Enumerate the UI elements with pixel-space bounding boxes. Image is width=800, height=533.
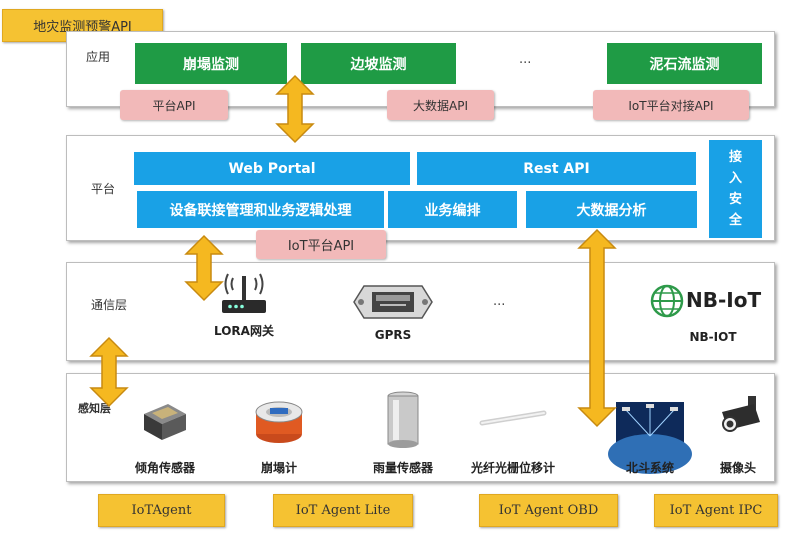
iot-platform-docking-api-tag: IoT平台对接API: [593, 90, 749, 120]
communication-ellipsis: ...: [493, 294, 506, 309]
access-security-char: 接: [728, 150, 742, 165]
module-slope-monitoring: 边坡监测: [301, 43, 456, 84]
gprs-label: GPRS: [374, 328, 412, 342]
nbiot-logo-text: NB-IoT: [686, 288, 762, 312]
iot-agent-ipc-tag: IoT Agent IPC: [654, 494, 778, 527]
camera-label: 摄像头: [719, 461, 756, 475]
iot-agent-lite-tag: IoT Agent Lite: [273, 494, 413, 527]
business-orchestration-box: 业务编排: [388, 191, 517, 228]
big-data-analysis-box: 大数据分析: [526, 191, 697, 228]
gprs-module-icon: [353, 285, 433, 319]
double-arrow-platform-perception: [577, 228, 617, 428]
access-security-char: 安: [728, 192, 742, 207]
perception-layer-label: 感知层: [78, 402, 111, 415]
module-collapse-monitoring: 崩塌监测: [135, 43, 287, 84]
access-security-char: 全: [728, 213, 742, 228]
application-layer-label: 应用: [86, 50, 111, 64]
access-security-box: 接 入 安 全: [709, 140, 762, 238]
web-portal-box: Web Portal: [134, 152, 410, 185]
double-arrow-comm-perception: [89, 336, 129, 408]
device-connection-management-box: 设备联接管理和业务逻辑处理: [137, 191, 384, 228]
camera-icon: [722, 396, 760, 432]
tilt-sensor-icon: [144, 404, 186, 440]
globe-icon: [650, 284, 684, 318]
collapse-meter-icon: [255, 401, 303, 443]
double-arrow-app-platform: [275, 74, 315, 144]
tilt-sensor-label: 倾角传感器: [134, 461, 195, 475]
iot-platform-api-tag: IoT平台API: [256, 230, 386, 259]
module-debris-flow-monitoring: 泥石流监测: [607, 43, 762, 84]
application-ellipsis: ...: [519, 52, 532, 67]
big-data-api-tag: 大数据API: [387, 90, 494, 120]
lora-gateway-label: LORA网关: [214, 324, 274, 338]
double-arrow-platform-comm: [184, 234, 224, 302]
iot-agent-obd-tag: IoT Agent OBD: [479, 494, 618, 527]
communication-layer-label: 通信层: [91, 298, 128, 312]
iot-agent-tag: IoTAgent: [98, 494, 225, 527]
router-icon: [222, 273, 266, 313]
platform-api-tag: 平台API: [120, 90, 228, 120]
access-security-char: 入: [728, 171, 742, 186]
fiber-displacement-meter-icon: [479, 410, 547, 426]
beidou-system-label: 北斗系统: [625, 461, 674, 475]
nbiot-label: NB-IOT: [689, 330, 737, 344]
satellite-icon: [608, 402, 692, 474]
collapse-meter-label: 崩塌计: [260, 461, 297, 475]
platform-layer-label: 平台: [91, 182, 116, 196]
rain-gauge-label: 雨量传感器: [372, 461, 433, 475]
rest-api-box: Rest API: [417, 152, 696, 185]
fiber-displacement-meter-label: 光纤光栅位移计: [470, 461, 555, 475]
rain-gauge-icon: [387, 391, 419, 448]
